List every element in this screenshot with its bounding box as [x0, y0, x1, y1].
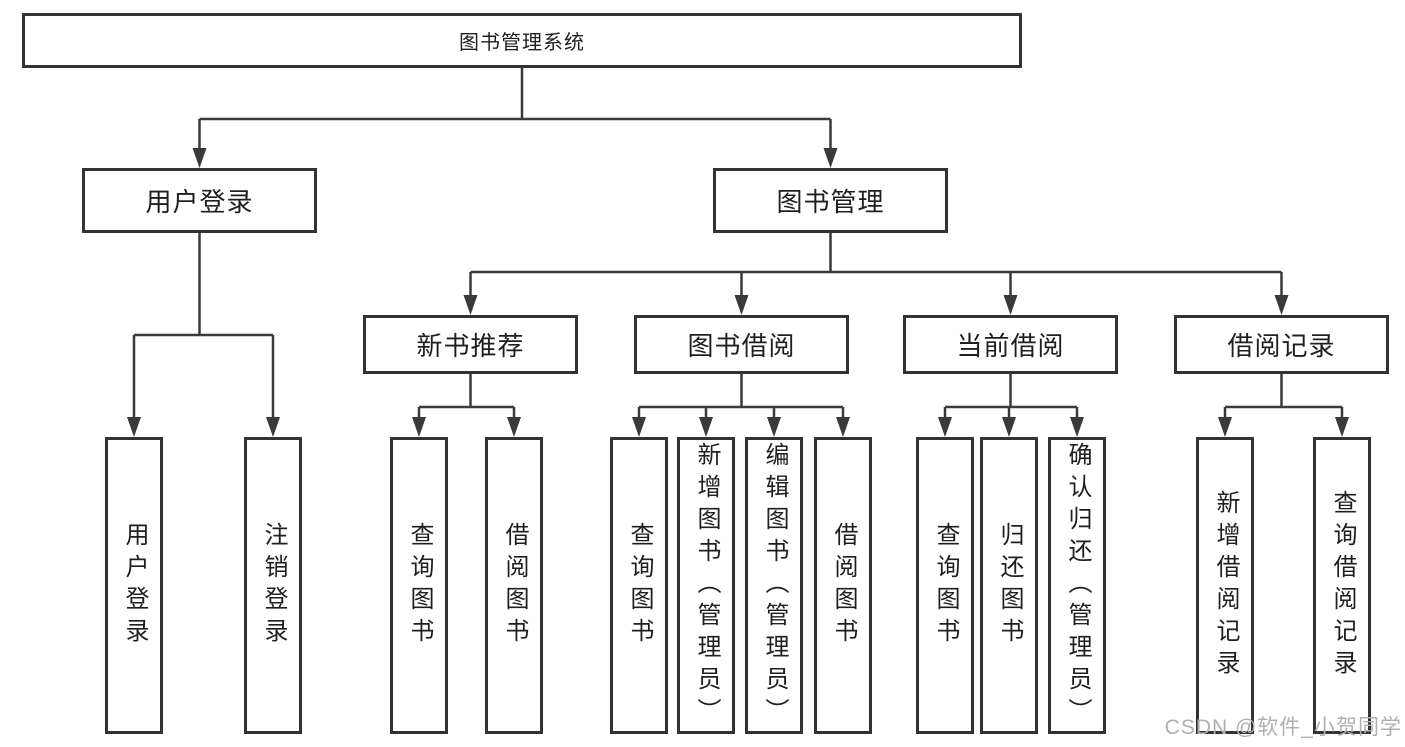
leaf-user-login: 用户登录: [105, 437, 163, 734]
leaf-cb-return-book-label: 归还图书: [996, 521, 1023, 650]
node-new-book-recommend-label: 新书推荐: [416, 331, 525, 361]
leaf-bb-borrow-book: 借阅图书: [814, 437, 872, 734]
leaf-bb-add-book-admin-label: 新增图书（管理员）: [693, 441, 720, 730]
leaf-cb-query-book: 查询图书: [916, 437, 974, 734]
leaf-bb-add-book-admin: 新增图书（管理员）: [677, 437, 735, 734]
leaf-nb-query-book-label: 查询图书: [406, 521, 433, 650]
leaf-br-add-record: 新增借阅记录: [1196, 437, 1254, 734]
node-book-borrow-label: 图书借阅: [687, 331, 796, 361]
node-user-login: 用户登录: [82, 168, 317, 233]
leaf-logout: 注销登录: [244, 437, 302, 734]
leaf-bb-query-book-label: 查询图书: [626, 521, 653, 650]
leaf-cb-confirm-return-admin-label: 确认归还（管理员）: [1064, 441, 1091, 730]
node-current-borrow: 当前借阅: [903, 315, 1118, 374]
leaf-nb-borrow-book-label: 借阅图书: [501, 521, 528, 650]
leaf-cb-query-book-label: 查询图书: [932, 521, 959, 650]
leaf-logout-label: 注销登录: [260, 521, 287, 650]
leaf-br-query-record: 查询借阅记录: [1313, 437, 1371, 734]
node-book-management-label: 图书管理: [776, 187, 885, 217]
watermark: CSDN @软件_小贺同学: [1164, 716, 1402, 739]
leaf-bb-edit-book-admin-label: 编辑图书（管理员）: [761, 441, 788, 730]
leaf-nb-borrow-book: 借阅图书: [485, 437, 543, 734]
node-new-book-recommend: 新书推荐: [363, 315, 578, 374]
node-current-borrow-label: 当前借阅: [956, 331, 1065, 361]
leaf-br-query-record-label: 查询借阅记录: [1329, 489, 1356, 682]
leaf-cb-return-book: 归还图书: [980, 437, 1038, 734]
node-borrow-records-label: 借阅记录: [1227, 331, 1336, 361]
leaf-user-login-label: 用户登录: [121, 521, 148, 650]
leaf-bb-query-book: 查询图书: [610, 437, 668, 734]
leaf-br-add-record-label: 新增借阅记录: [1212, 489, 1239, 682]
leaf-cb-confirm-return-admin: 确认归还（管理员）: [1048, 437, 1106, 734]
node-root: 图书管理系统: [22, 13, 1022, 68]
arrowheads: [127, 148, 1349, 437]
leaf-bb-borrow-book-label: 借阅图书: [830, 521, 857, 650]
leaf-nb-query-book: 查询图书: [390, 437, 448, 734]
leaf-bb-edit-book-admin: 编辑图书（管理员）: [745, 437, 803, 734]
node-book-borrow: 图书借阅: [634, 315, 849, 374]
node-user-login-label: 用户登录: [145, 187, 254, 217]
node-root-label: 图书管理系统: [459, 32, 585, 54]
node-borrow-records: 借阅记录: [1174, 315, 1389, 374]
node-book-management: 图书管理: [713, 168, 948, 233]
